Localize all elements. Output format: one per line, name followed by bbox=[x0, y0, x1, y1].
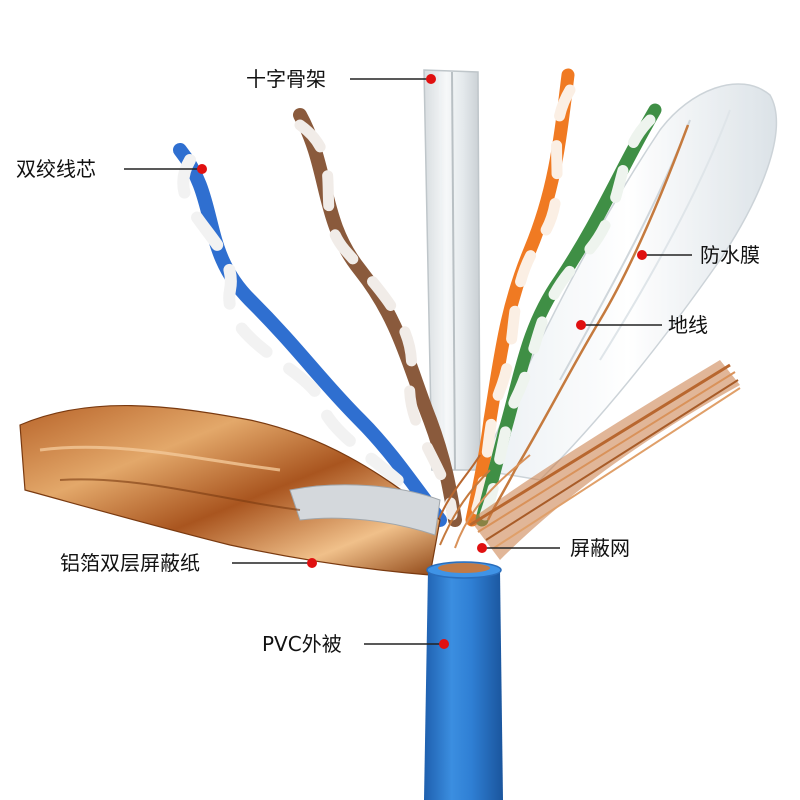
marker-braid-shield bbox=[477, 543, 487, 553]
marker-twisted-pair bbox=[197, 164, 207, 174]
marker-waterproof-film bbox=[637, 250, 647, 260]
marker-cross-frame bbox=[426, 74, 436, 84]
label-foil-shield: 铝箔双层屏蔽纸 bbox=[60, 551, 200, 575]
twisted-pair-brown bbox=[293, 108, 462, 527]
twisted-pair-orange bbox=[465, 68, 576, 527]
label-twisted-pair: 双绞线芯 bbox=[16, 157, 96, 181]
label-pvc-jacket: PVC外被 bbox=[262, 632, 342, 656]
ground-wire bbox=[486, 124, 690, 521]
label-cross-frame: 十字骨架 bbox=[246, 67, 326, 91]
marker-ground-wire bbox=[576, 320, 586, 330]
label-ground-wire: 地线 bbox=[668, 313, 708, 337]
marker-foil-shield bbox=[307, 558, 317, 568]
annotation-markers bbox=[124, 74, 692, 649]
label-waterproof-film: 防水膜 bbox=[700, 243, 760, 267]
label-braid-shield: 屏蔽网 bbox=[570, 536, 630, 560]
pvc-jacket bbox=[424, 561, 503, 800]
twisted-pair-blue bbox=[173, 143, 447, 527]
marker-pvc-jacket bbox=[439, 639, 449, 649]
foil-shield bbox=[19, 405, 441, 576]
twisted-pair-green bbox=[475, 103, 662, 527]
